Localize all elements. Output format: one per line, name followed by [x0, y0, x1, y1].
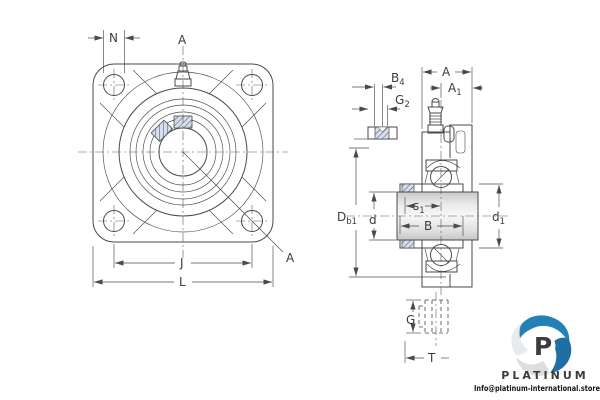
cap-groove	[455, 130, 466, 154]
dim-a-side: A	[421, 65, 473, 129]
brand-wordmark: PLATINUM	[501, 369, 588, 382]
dim-label-j: J	[179, 256, 184, 270]
dim-a1: A1	[430, 81, 483, 98]
dim-label-l: L	[179, 275, 186, 289]
dim-d1: d1	[479, 183, 505, 249]
dim-label-g: G	[406, 313, 415, 327]
dim-s1: s1	[404, 197, 440, 216]
bolt-holes	[98, 69, 268, 237]
set-screw-angled	[150, 119, 173, 142]
logo-letter: P	[534, 332, 552, 361]
inner-ring-set-screw-top	[401, 183, 415, 193]
dim-t: T	[404, 341, 449, 365]
dim-b: B	[399, 216, 464, 236]
front-view: N A A J L	[78, 30, 295, 289]
brand-contact: Info@platinum-international.store	[474, 384, 600, 393]
dim-n: N	[88, 30, 140, 73]
side-section-view: B4 G2 A A1 Db1	[337, 65, 508, 365]
logo-petal-left	[511, 324, 528, 356]
dim-label-g2: G2	[395, 93, 410, 110]
dim-label-a-top: A	[178, 33, 187, 47]
section-leader-line	[182, 151, 284, 253]
dim-label-a-leader: A	[286, 251, 295, 265]
dim-d: d	[369, 191, 396, 241]
dim-label-t: T	[427, 351, 436, 365]
dim-label-d: d	[369, 213, 377, 227]
branding: P PLATINUM Info@platinum-international.s…	[474, 315, 600, 393]
dim-g2: G2	[352, 93, 410, 126]
platinum-logo: P	[511, 315, 572, 376]
dim-label-a1: A1	[448, 81, 462, 98]
dim-g: G	[406, 299, 421, 334]
dim-label-n: N	[109, 31, 118, 45]
logo-petal-bottom	[516, 357, 549, 376]
dim-label-db1: Db1	[337, 210, 357, 227]
logo-petal-top	[518, 315, 570, 344]
cap-lip	[443, 125, 455, 143]
dim-label-d1: d1	[492, 210, 505, 227]
dim-label-s1: s1	[413, 199, 425, 216]
dim-b4: B4	[352, 71, 405, 126]
dim-label-b: B	[424, 219, 432, 233]
dim-l: L	[92, 246, 274, 289]
corner-rib-lines	[99, 69, 267, 235]
locking-collar-detail	[354, 126, 398, 140]
mounting-bolt-hidden	[418, 299, 449, 334]
dim-label-a-side: A	[442, 65, 451, 79]
dim-label-b4: B4	[391, 71, 405, 88]
bearing-rings	[399, 159, 464, 273]
dim-j: J	[113, 244, 253, 270]
grease-fitting-front	[174, 61, 192, 87]
logo-center	[530, 333, 556, 359]
inner-ring-set-screw-bottom	[401, 239, 415, 249]
dim-db1: Db1	[337, 147, 446, 278]
